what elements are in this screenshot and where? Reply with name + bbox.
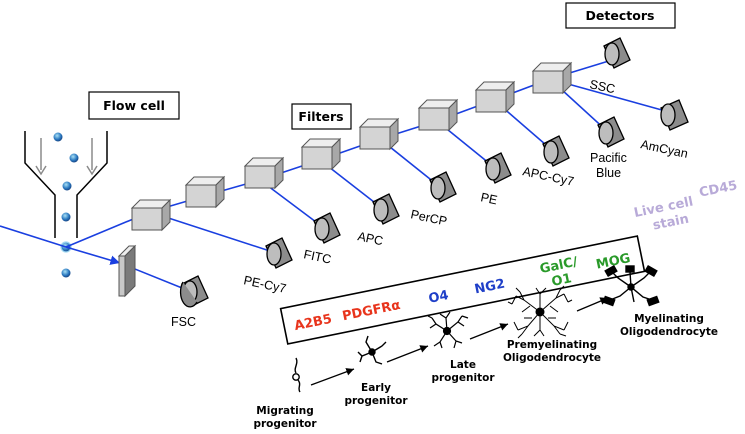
label-detectors: Detectors xyxy=(565,2,676,29)
stage-labels: Migrating progenitor Early progenitor La… xyxy=(253,313,718,430)
filter-cube-1 xyxy=(130,198,172,232)
detector-label-percp: PerCP xyxy=(409,207,448,228)
cell xyxy=(61,268,71,278)
filter-cube-7 xyxy=(474,80,516,114)
detector-pe xyxy=(484,152,512,184)
detector-label-ssc: SSC xyxy=(588,77,616,96)
stage-premyel-2: Oligodendrocyte xyxy=(503,352,601,364)
lineage-arrows xyxy=(310,297,609,386)
stage-migrating-2: progenitor xyxy=(253,418,317,430)
detector-label-pe-cy7: PE-Cy7 xyxy=(242,273,287,296)
detector-apc-cy7 xyxy=(542,135,570,167)
late-progenitor-cell xyxy=(427,311,469,349)
premyelinating-oligodendrocyte-cell xyxy=(507,285,573,339)
filter-cube-6 xyxy=(417,98,459,132)
detector-apc xyxy=(372,193,400,225)
flow-cell xyxy=(24,131,108,238)
myelinating-oligodendrocyte-cell xyxy=(602,264,660,307)
detector-percp xyxy=(429,171,457,203)
label-filters: Filters xyxy=(291,103,352,130)
migrating-progenitor-cell xyxy=(292,357,301,393)
stage-early-2: progenitor xyxy=(344,395,408,407)
sheath-flow-arrows xyxy=(35,138,98,176)
detectors xyxy=(179,37,689,308)
filter-cube-2 xyxy=(184,175,226,209)
cell xyxy=(69,153,79,163)
cell xyxy=(62,181,72,191)
stage-premyel-1: Premyelinating xyxy=(507,339,597,351)
stage-migrating-1: Migrating xyxy=(256,405,313,417)
detector-label-pacific: Pacific xyxy=(590,151,627,165)
lineage-cells xyxy=(292,264,660,393)
detectors-label: Detectors xyxy=(586,8,655,23)
detector-amcyan xyxy=(660,99,689,131)
stage-myel-2: Oligodendrocyte xyxy=(620,326,718,338)
flow-cell-label: Flow cell xyxy=(103,98,165,113)
label-flow-cell: Flow cell xyxy=(88,91,180,120)
marker-live-stain: stain xyxy=(652,212,691,234)
filter-cube-5 xyxy=(358,117,400,151)
filter-cube-8 xyxy=(531,61,573,95)
cell xyxy=(53,132,63,142)
stage-late-1: Late xyxy=(450,359,476,371)
detector-label-amcyan: AmCyan xyxy=(639,137,689,161)
stage-late-2: progenitor xyxy=(431,372,495,384)
marker-o1: O1 xyxy=(550,271,573,290)
detector-label-apc: APC xyxy=(356,229,384,248)
marker-ng2: NG2 xyxy=(473,277,506,298)
detector-label-pe: PE xyxy=(479,190,498,207)
filter-cube-3 xyxy=(243,156,285,190)
marker-a2b5: A2B5 xyxy=(293,312,333,334)
marker-o4: O4 xyxy=(427,288,450,307)
filters-label: Filters xyxy=(298,109,343,124)
detector-fitc xyxy=(313,212,341,244)
fsc-filter xyxy=(117,244,137,298)
marker-cd45: CD45 xyxy=(698,178,739,200)
filter-cubes xyxy=(117,61,573,298)
detector-label-fsc: FSC xyxy=(171,315,196,329)
cells xyxy=(53,132,79,278)
detector-ssc xyxy=(603,37,631,69)
detector-pe-cy7 xyxy=(265,237,293,269)
marker-mog: MOG xyxy=(595,251,632,273)
live-cell-label: Live cell stain CD45 xyxy=(633,178,739,234)
detector-label-fitc: FITC xyxy=(302,247,332,266)
cell xyxy=(61,212,71,222)
marker-banner: A2B5 PDGFRα O4 NG2 GalC/ O1 MOG xyxy=(279,235,646,345)
early-progenitor-cell xyxy=(357,335,387,365)
detector-pacific-blue xyxy=(597,116,625,148)
stage-early-1: Early xyxy=(361,382,391,394)
detector-label-apc-cy7: APC-Cy7 xyxy=(521,164,575,189)
stage-myel-1: Myelinating xyxy=(634,313,704,325)
detector-fsc xyxy=(179,275,209,308)
detector-label-blue: Blue xyxy=(596,166,621,180)
filter-cube-4 xyxy=(300,137,342,171)
